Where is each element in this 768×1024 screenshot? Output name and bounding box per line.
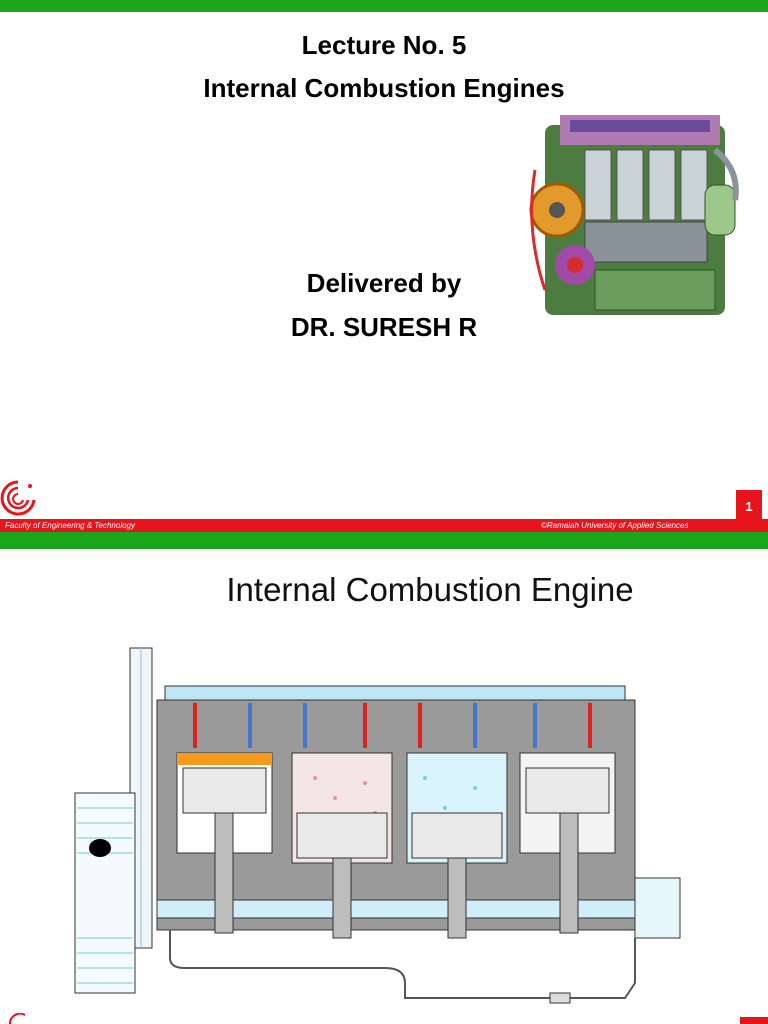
slide2-red-corner (740, 1017, 768, 1024)
top-green-bar (0, 0, 768, 12)
delivered-by-label: Delivered by (306, 268, 462, 298)
presenter-name: DR. SURESH R (290, 312, 478, 342)
slide-2: Internal Combustion Engine (0, 543, 768, 1024)
footer-red-bar (0, 519, 768, 532)
engine-cutaway-image (529, 115, 739, 315)
footer-faculty-text: Faculty of Engineering & Technology (5, 521, 136, 530)
footer-copyright-text: ©Ramaiah University of Applied Sciences (541, 521, 689, 530)
lecture-subject: Internal Combustion Engines (203, 73, 565, 103)
slide-1: Lecture No. 5 Internal Combustion Engine… (0, 0, 768, 543)
university-logo (0, 480, 36, 516)
slide2-top-green-bar (0, 543, 768, 549)
engine-cross-section-diagram (74, 647, 681, 1004)
slide2-university-logo (9, 1013, 26, 1024)
bottom-green-bar (0, 532, 768, 543)
slide2-title: Internal Combustion Engine (226, 571, 634, 608)
lecture-number: Lecture No. 5 (301, 30, 467, 60)
page-number-badge: 1 (736, 490, 762, 524)
